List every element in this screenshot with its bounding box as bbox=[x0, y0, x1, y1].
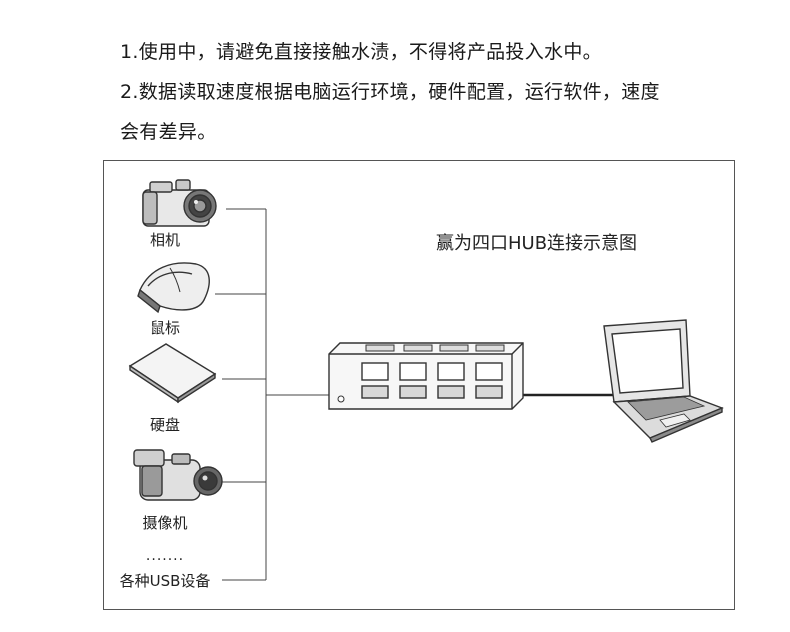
device-label-usb-devices: 各种USB设备 bbox=[119, 572, 211, 590]
hard-drive-icon bbox=[128, 343, 217, 404]
device-label-mouse: 鼠标 bbox=[149, 319, 180, 337]
note-2: 2.数据读取速度根据电脑运行环境，硬件配置，运行软件，速度 会有差异。 bbox=[120, 81, 660, 143]
device-label-camera: 相机 bbox=[149, 231, 180, 249]
connector-lines bbox=[215, 208, 329, 581]
diagram-title: 赢为四口HUB连接示意图 bbox=[436, 233, 638, 254]
device-ellipsis: ....... bbox=[145, 548, 185, 564]
laptop-icon bbox=[603, 319, 724, 443]
device-label-camcorder: 摄像机 bbox=[142, 514, 188, 532]
diagram-frame bbox=[103, 160, 735, 610]
note-1: 1.使用中，请避免直接接触水渍，不得将产品投入水中。 bbox=[120, 41, 602, 63]
mouse-icon bbox=[137, 262, 210, 314]
usage-notes: 1.使用中，请避免直接接触水渍，不得将产品投入水中。 2.数据读取速度根据电脑运… bbox=[120, 32, 760, 152]
usb-hub-icon bbox=[328, 342, 524, 410]
device-label-hard-drive: 硬盘 bbox=[149, 416, 180, 434]
camcorder-icon bbox=[133, 449, 223, 501]
camera-icon bbox=[142, 179, 217, 227]
